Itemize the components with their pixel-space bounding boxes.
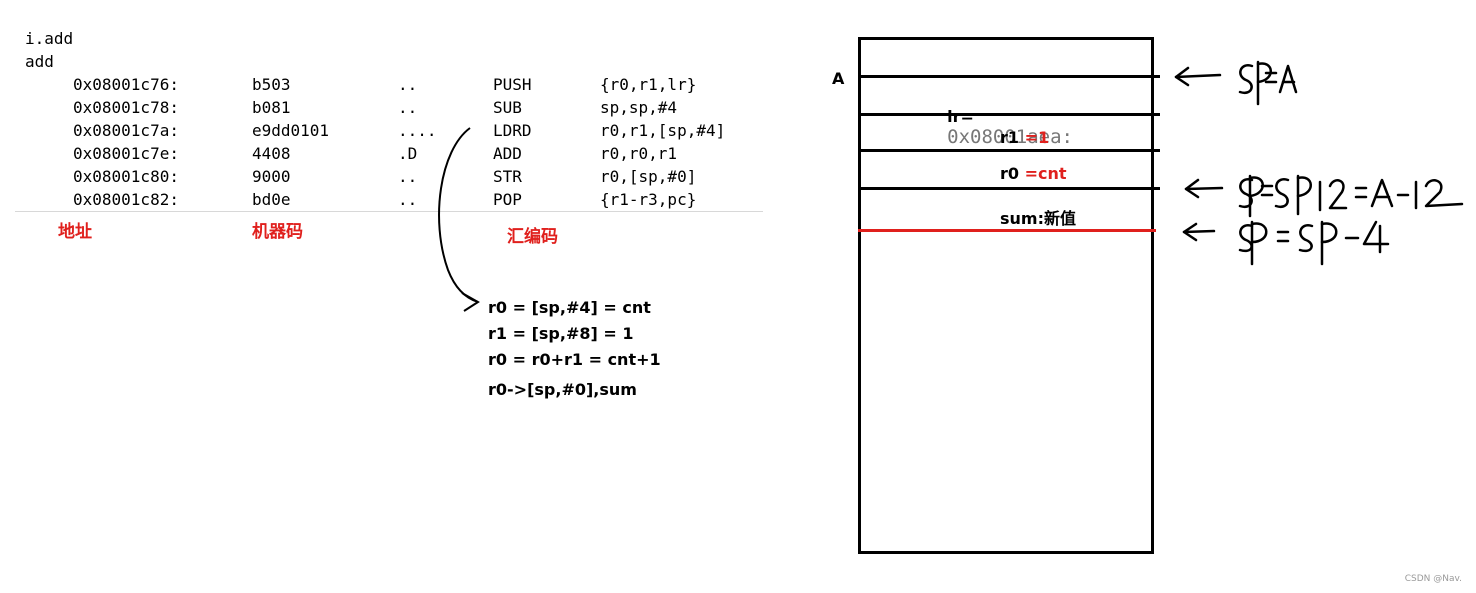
function-label: i.add (25, 29, 74, 48)
instruction-address: 0x08001c76: (73, 75, 179, 94)
annotation-sp-a (1174, 60, 1298, 106)
disasm-row: 0x08001c7e: 4408 .D ADD r0,r0,r1 (0, 142, 760, 165)
stack-top-red-line (858, 229, 1156, 232)
stack-divider (858, 75, 1160, 78)
sum-value: 新值 (1043, 209, 1076, 228)
mnemonic: ADD (493, 144, 522, 163)
mnemonic: SUB (493, 98, 522, 117)
r0-label: r0 (1000, 164, 1020, 183)
machine-code: e9dd0101 (252, 121, 330, 140)
explanation-line-2: r1 = [sp,#8] = 1 (488, 324, 634, 343)
ascii-dump: .... (398, 121, 437, 140)
assembly-column-label: 汇编码 (507, 227, 558, 247)
machine-code: 4408 (252, 144, 291, 163)
mnemonic: POP (493, 190, 522, 209)
r0-value: =cnt (1024, 164, 1067, 183)
disasm-row: 0x08001c80: 9000 .. STR r0,[sp,#0] (0, 165, 760, 188)
watermark: CSDN @Nav. (1404, 574, 1462, 584)
explanation-line-4: r0->[sp,#0],sum (488, 380, 637, 399)
stack-frame-box (858, 37, 1154, 554)
mnemonic: STR (493, 167, 522, 186)
operands: r0,r1,[sp,#4] (600, 121, 726, 140)
mnemonic: PUSH (493, 75, 532, 94)
stack-slot-r1: r1 =1 (1000, 128, 1049, 147)
lr-label: lr= (947, 107, 974, 126)
r1-label: r1 (1000, 128, 1020, 147)
marker-a: A (832, 69, 845, 88)
lr-value: 0x08001aea: (947, 126, 1073, 148)
annotation-sp-minus-4 (1182, 220, 1390, 266)
explanation-line-1: r0 = [sp,#4] = cnt (488, 298, 651, 317)
instruction-address: 0x08001c82: (73, 190, 179, 209)
sum-label: sum: (1000, 209, 1044, 228)
stack-slot-sum: sum:新值 (1000, 205, 1076, 229)
stack-divider (858, 113, 1160, 116)
operands: sp,sp,#4 (600, 98, 678, 117)
stack-divider (858, 187, 1160, 190)
instruction-address: 0x08001c80: (73, 167, 179, 186)
curved-arrow (438, 127, 479, 303)
operands: r0,[sp,#0] (600, 167, 697, 186)
stack-divider (858, 149, 1160, 152)
disasm-row: 0x08001c76: b503 .. PUSH {r0,r1,lr} (0, 73, 760, 96)
operands: r0,r0,r1 (600, 144, 678, 163)
machine-code: bd0e (252, 190, 291, 209)
machine-code: b081 (252, 98, 291, 117)
instruction-address: 0x08001c7a: (73, 121, 179, 140)
ascii-dump: .D (398, 144, 418, 163)
machine-code: b503 (252, 75, 291, 94)
machine-code-column-label: 机器码 (252, 222, 303, 242)
annotation-sp-minus-12 (1184, 174, 1464, 218)
operands: {r0,r1,lr} (600, 75, 697, 94)
ascii-dump: .. (398, 190, 418, 209)
ascii-dump: .. (398, 98, 418, 117)
ascii-dump: .. (398, 167, 418, 186)
instruction-address: 0x08001c78: (73, 98, 179, 117)
listing-divider (15, 211, 763, 212)
stack-slot-r0: r0 =cnt (1000, 164, 1067, 183)
disasm-row: 0x08001c78: b081 .. SUB sp,sp,#4 (0, 96, 760, 119)
instruction-address: 0x08001c7e: (73, 144, 179, 163)
address-column-label: 地址 (58, 222, 92, 242)
machine-code: 9000 (252, 167, 291, 186)
r1-value: =1 (1024, 128, 1050, 147)
ascii-dump: .. (398, 75, 418, 94)
stack-slot-lr: lr= 0x08001aea: (936, 88, 1073, 148)
explanation-line-3: r0 = r0+r1 = cnt+1 (488, 350, 661, 369)
disasm-row: 0x08001c7a: e9dd0101 .... LDRD r0,r1,[sp… (0, 119, 760, 142)
arrow-head (461, 292, 480, 312)
disasm-row: 0x08001c82: bd0e .. POP {r1-r3,pc} (0, 188, 760, 211)
operands: {r1-r3,pc} (600, 190, 697, 209)
mnemonic: LDRD (493, 121, 532, 140)
function-name: add (25, 52, 54, 71)
